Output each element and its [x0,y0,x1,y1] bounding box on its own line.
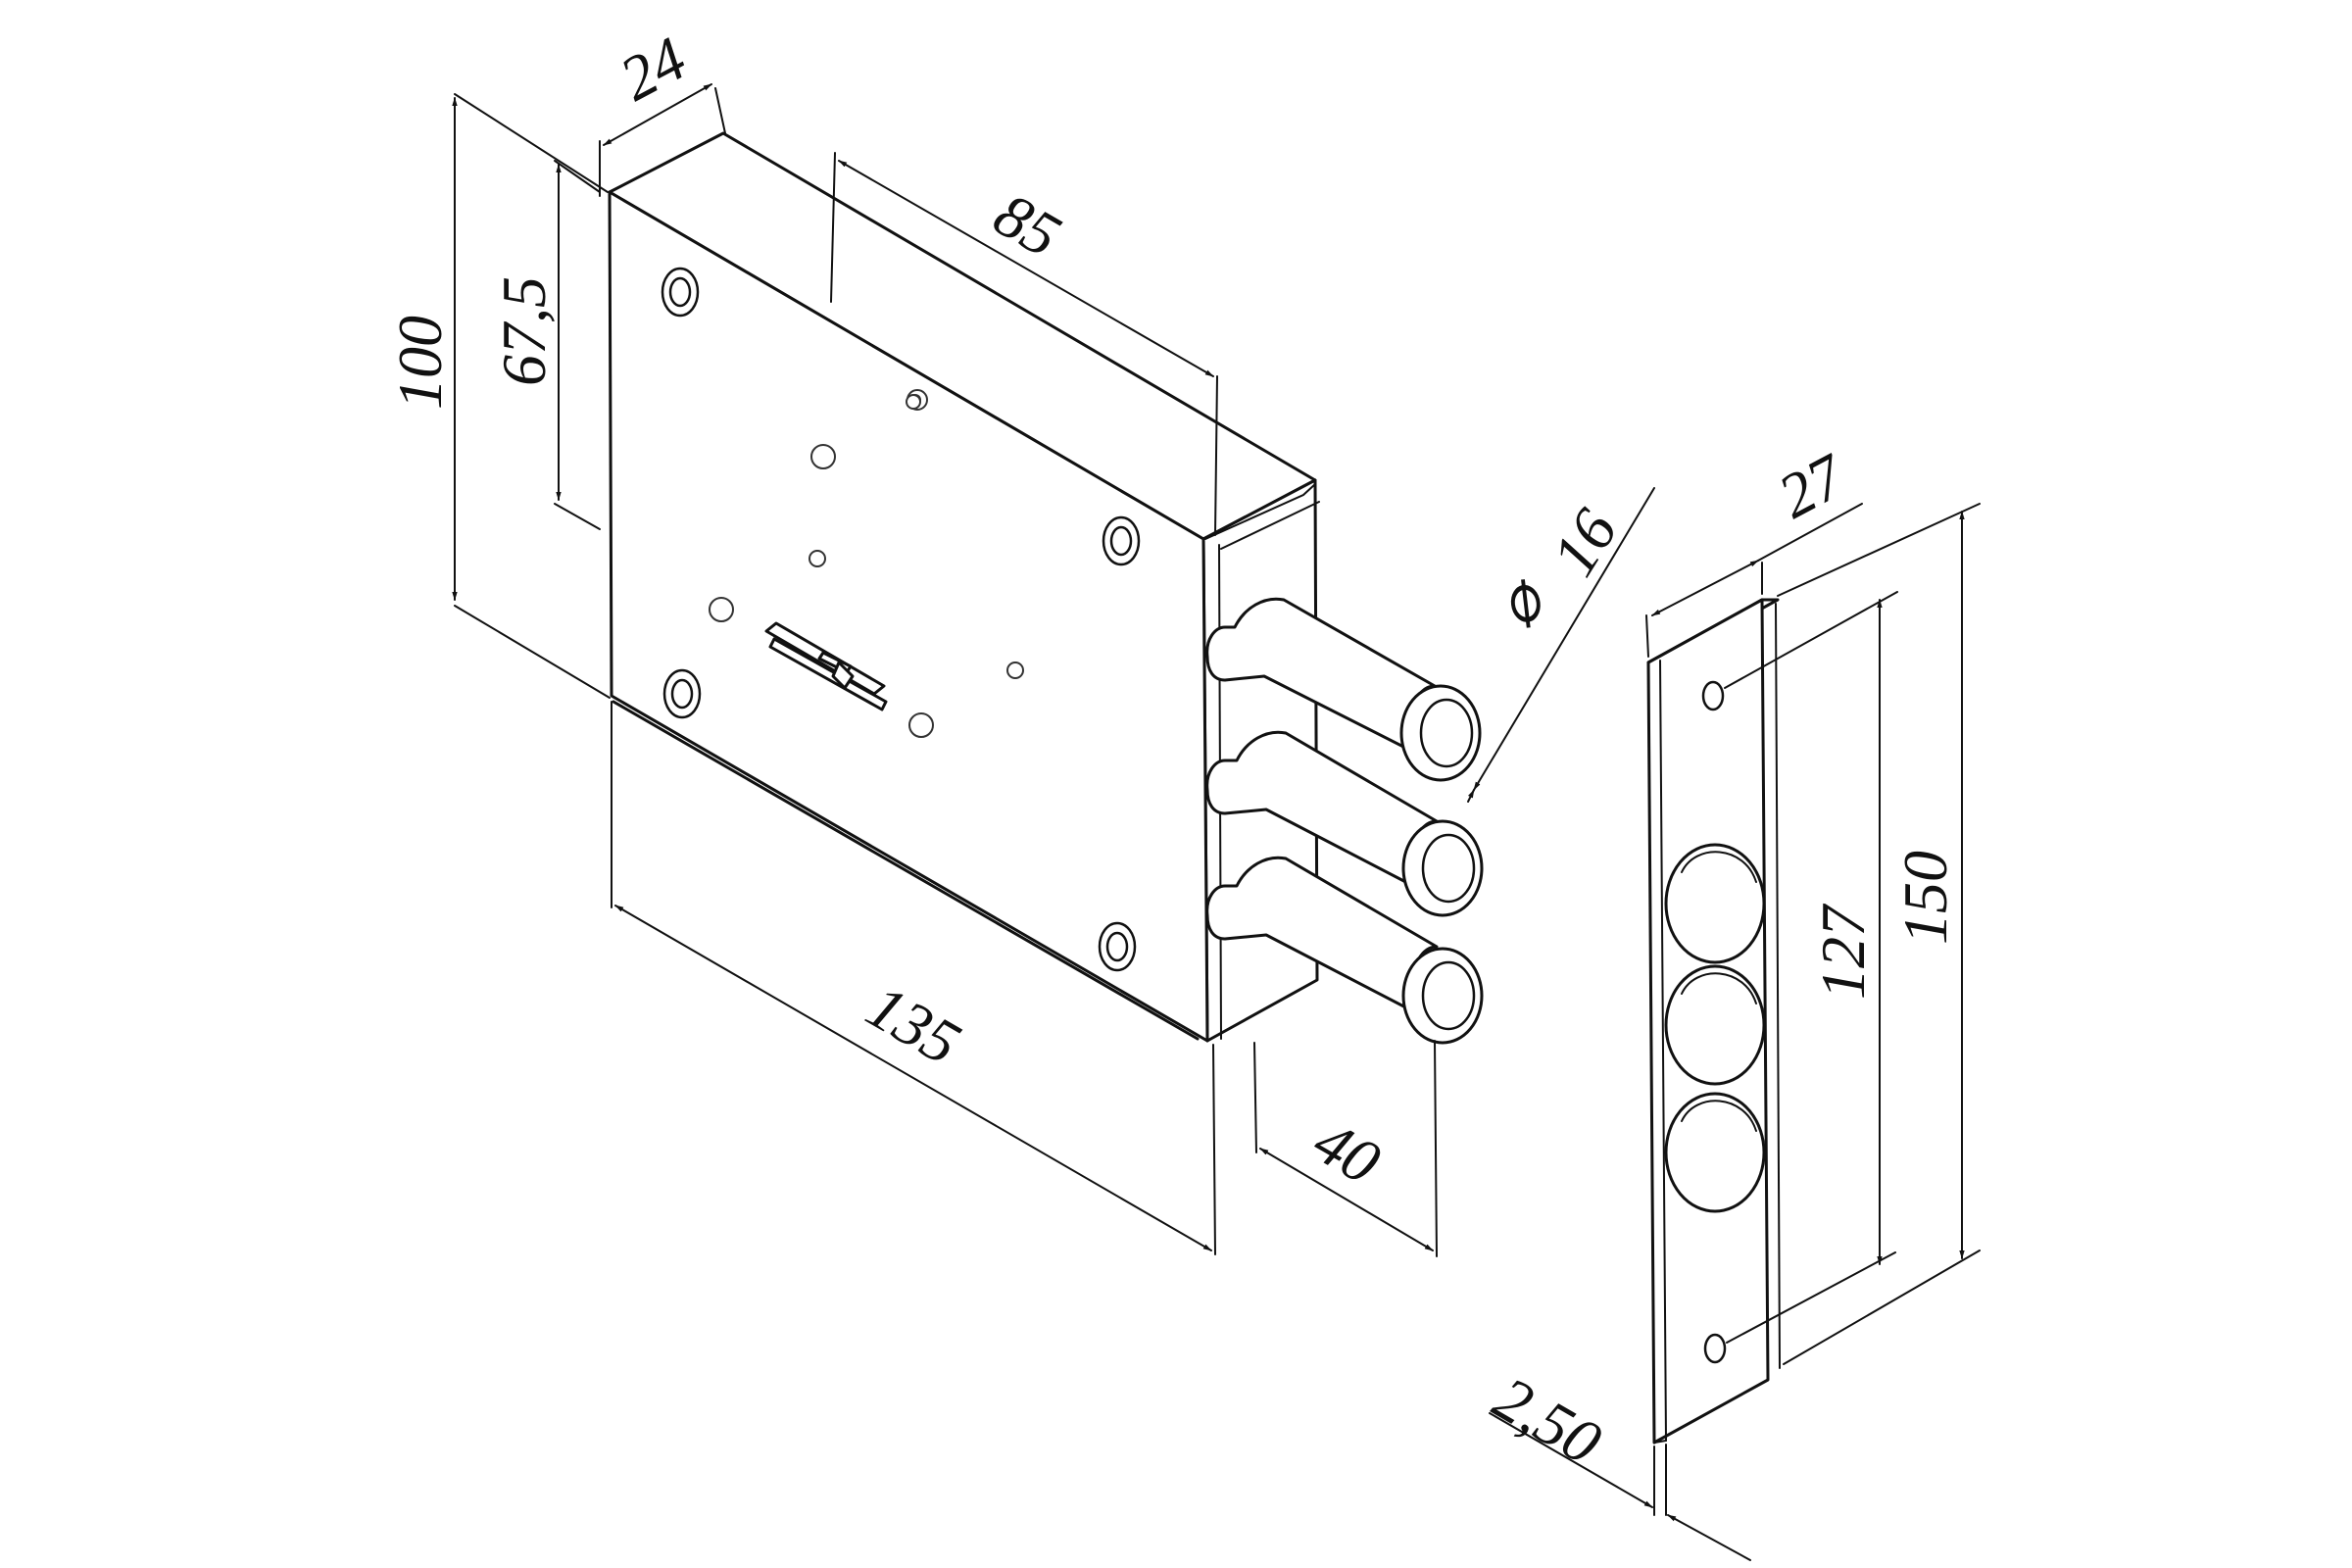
dim-label-85: 85 [983,179,1072,270]
dim-label-127: 127 [1808,903,1878,1000]
faceplate-edge [1204,483,1316,540]
bolt-bottom [1205,856,1484,1045]
strike-bolt-hole [1664,964,1766,1086]
strike-plate [1646,598,1781,1445]
dim-label-2-50: 2,50 [1483,1363,1612,1478]
rivet [810,444,836,469]
keyhole [764,621,888,711]
dimension-lines [452,83,1981,1561]
dim-label-diameter-symbol: ⌀ [1480,564,1562,638]
dim-label-16: 16 [1539,498,1631,588]
rivet [906,394,921,410]
rivet [709,597,734,622]
bolts [1205,597,1484,1045]
bolt-top [1205,597,1482,782]
bolt-middle [1205,730,1484,917]
strike-screw-hole [1703,1333,1727,1364]
rivet [908,712,934,738]
dim-label-40: 40 [1302,1106,1392,1198]
dim-label-67-5: 67,5 [489,276,559,386]
dim-label-150: 150 [1890,851,1960,945]
dim-label-135: 135 [856,971,972,1078]
dim-label-27: 27 [1767,439,1857,531]
strike-bolt-hole [1664,843,1766,964]
rivets [709,389,1024,738]
strike-bolt-hole [1664,1092,1766,1213]
faceplate-edge-inner [1220,501,1320,550]
rivet [808,550,826,567]
strike-screw-hole [1701,680,1725,711]
dim-label-100: 100 [385,316,455,410]
rivet [1006,662,1024,679]
